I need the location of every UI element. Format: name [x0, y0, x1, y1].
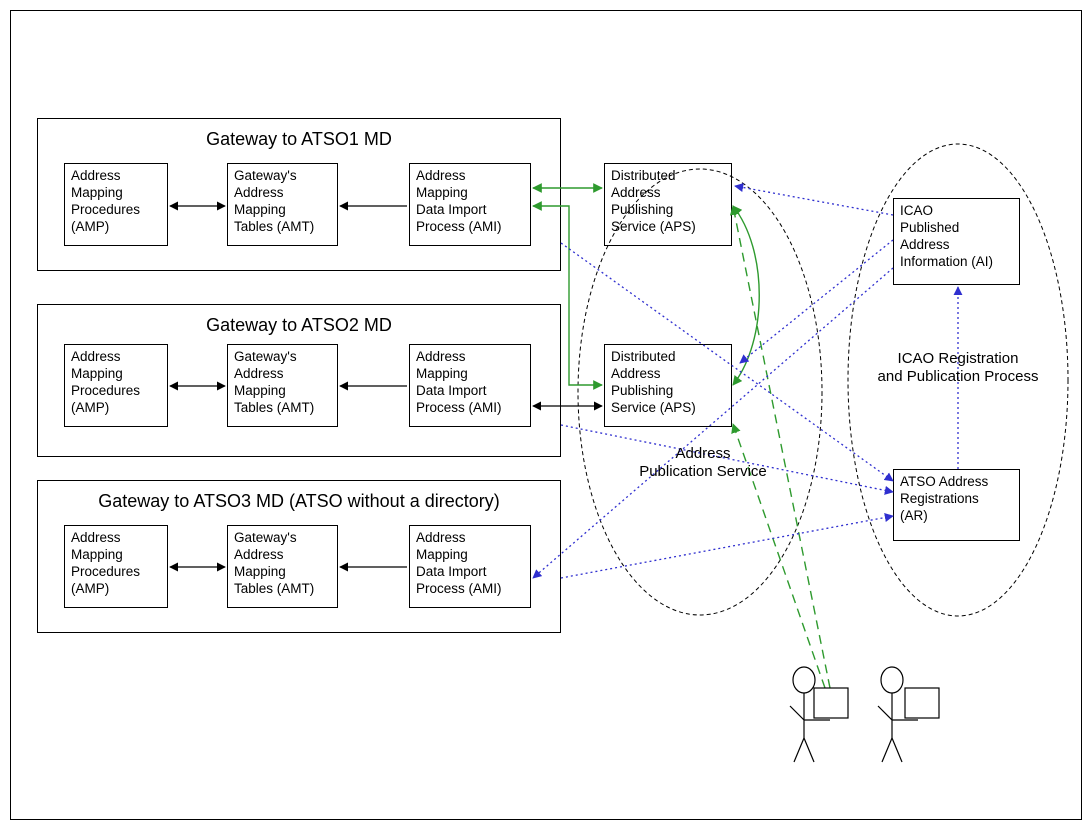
aps-box: Distributed Address Publishing Service (…	[604, 344, 732, 427]
ami-box: Address Mapping Data Import Process (AMI…	[409, 344, 531, 427]
ai-ami2-arrow	[532, 267, 894, 579]
ami-box: Address Mapping Data Import Process (AMI…	[409, 163, 531, 246]
amt-box: Gateway's Address Mapping Tables (AMT)	[227, 344, 338, 427]
ai-aps2-arrow	[739, 239, 894, 364]
ami-box: Address Mapping Data Import Process (AMI…	[409, 525, 531, 608]
gateway-title: Gateway to ATSO1 MD	[206, 129, 392, 149]
atso-ar-box: ATSO Address Registrations (AR)	[893, 469, 1020, 541]
user-icon	[877, 666, 940, 763]
icao-process-ellipse	[847, 143, 1069, 617]
amt-box: Gateway's Address Mapping Tables (AMT)	[227, 163, 338, 246]
icao-ai-box: ICAO Published Address Information (AI)	[893, 198, 1020, 285]
gw3-ar-arrow	[560, 513, 894, 579]
amp-box: Address Mapping Procedures (AMP)	[64, 525, 168, 608]
address-publication-label: Address Publication Service	[639, 445, 767, 480]
gateway-title: Gateway to ATSO3 MD (ATSO without a dire…	[98, 491, 500, 511]
amp-box: Address Mapping Procedures (AMP)	[64, 163, 168, 246]
icao-process-label: ICAO Registration and Publication Proces…	[877, 350, 1039, 385]
user-aps2-arrow	[731, 423, 826, 689]
gw2-ar-arrow	[560, 424, 894, 495]
ami1-aps2-arrow	[532, 201, 603, 390]
ami1-ar-arrow	[560, 242, 894, 482]
amp-box: Address Mapping Procedures (AMP)	[64, 344, 168, 427]
address-publication-ellipse	[577, 168, 823, 616]
user-aps1-arrow	[729, 205, 831, 689]
aps-box: Distributed Address Publishing Service (…	[604, 163, 732, 246]
aps1-aps2-arrow	[732, 205, 760, 386]
amt-box: Gateway's Address Mapping Tables (AMT)	[227, 525, 338, 608]
gateway-title: Gateway to ATSO2 MD	[206, 315, 392, 335]
user-icon	[789, 666, 849, 763]
ai-aps1-arrow	[734, 183, 894, 216]
